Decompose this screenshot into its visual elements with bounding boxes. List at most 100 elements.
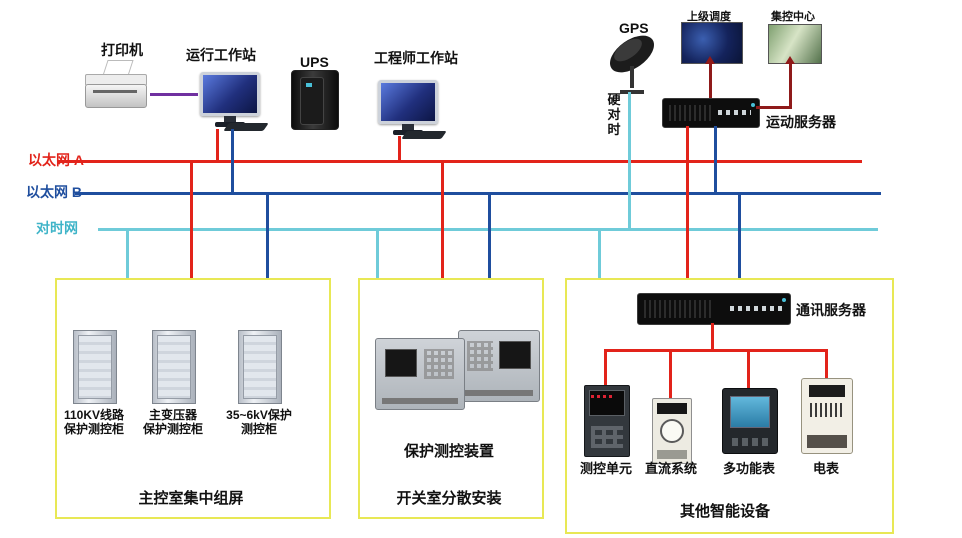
device-keys [467,341,493,371]
protection-device-image-2 [458,330,540,402]
panel2-ethernet-a-drop [441,162,444,278]
measure-control-unit-image [584,385,630,457]
operator-ws-link-b [231,129,234,194]
cabinet-transformer-label: 主变压器 保护测控柜 [123,408,223,436]
ups-image [291,70,339,130]
server-link-a [686,126,689,278]
protection-device-image-1 [375,338,465,410]
panel1-caption: 主控室集中组屏 [138,490,244,507]
device-strip [382,398,458,404]
device-barcode [810,403,844,417]
hard-time-sync-label: 硬对时 [607,92,621,137]
panel1-time-sync-drop [126,230,129,278]
cabinet-door [78,335,112,399]
monitor-stand [224,116,236,122]
engineer-ws-link-a [398,136,401,162]
server-link-b [714,126,717,194]
uplink-dispatch [709,64,712,98]
device-keys [424,349,454,379]
uplink-center-h [756,106,792,109]
device-terminals [807,435,847,448]
keyboard [401,131,447,139]
comm-server-image [637,293,791,325]
cabinet-label-line1: 主变压器 [148,408,197,422]
monitor-screen [378,80,438,124]
measure-control-unit-label: 测控单元 [579,461,632,476]
cabinet-label-line2: 测控柜 [240,422,277,436]
cabinet-door [157,335,191,399]
operator-workstation-image [198,72,269,131]
ups-label: UPS [300,54,329,70]
server-ports [718,110,751,116]
ups-led [306,83,312,87]
gps-time-sync-link [628,92,631,230]
device-terminals [657,450,687,459]
superior-dispatch-image [681,22,743,64]
gps-label: GPS [619,20,649,36]
ethernet-b-label: 以太网 B [26,184,82,200]
ethernet-a-label: 以太网 A [28,152,84,168]
drop-emeter [825,349,828,378]
printer-slot [93,90,137,93]
protection-device-label: 保护测控装置 [403,443,494,460]
telecontrol-server-label: 运动服务器 [766,114,836,130]
electric-meter-label: 电表 [812,461,839,476]
monitor-screen [200,72,260,116]
printer-body [85,84,147,108]
monitor-stand [402,124,414,130]
cabinet-door [243,335,277,399]
control-center-image [768,24,822,64]
cabinet-transformer-image [152,330,196,404]
operator-ws-link-a [216,129,219,162]
telecontrol-server-image [662,98,760,128]
device-screen [809,385,845,397]
cabinet-label-line2: 保护测控柜 [142,422,203,436]
printer-workstation-link [150,93,198,96]
cabinet-label-line1: 35~6kV保护 [226,408,292,422]
cabinet-110kv-image [73,330,117,404]
device-dial [660,419,684,443]
printer-label: 打印机 [101,42,143,58]
uplink-dispatch-arrow [705,56,715,64]
device-readout [591,395,615,398]
gps-dish-icon [610,35,654,94]
cabinet-35kv-label: 35~6kV保护 测控柜 [209,408,309,436]
engineer-workstation-image [376,80,447,139]
superior-dispatch-label: 上级调度 [687,11,731,23]
comm-server-down-link [711,323,714,350]
ups-face [300,77,324,125]
cabinet-110kv-label: 110KV线路 保护测控柜 [44,408,144,436]
time-sync-label: 对时网 [36,220,78,236]
ethernet-a-bus [57,160,862,163]
drop-mf [747,349,750,388]
panel1-ethernet-b-drop [266,194,269,278]
panel2-time-sync-drop [376,230,379,278]
control-center-label: 集控中心 [771,11,815,23]
device-keys [732,438,768,446]
panel1-ethernet-a-drop [190,162,193,278]
device-keys [591,426,623,448]
operator-workstation-label: 运行工作站 [186,47,256,63]
device-strip [465,390,533,396]
device-screen [385,349,417,377]
cabinet-label-line2: 保护测控柜 [63,422,124,436]
device-bus-line [604,349,828,352]
panel2-caption: 开关室分散安装 [396,490,502,507]
drop-mctrl [604,349,607,385]
multifunction-meter-image [722,388,778,454]
multifunction-meter-label: 多功能表 [722,461,775,476]
device-screen [589,390,625,416]
comm-server-label: 通讯服务器 [796,302,866,318]
server-vents [644,300,713,318]
cabinet-label-line1: 110KV线路 [63,408,125,422]
drop-dc [669,349,672,398]
panel3-ethernet-b-drop [738,194,741,278]
cabinet-35kv-image [238,330,282,404]
engineer-workstation-label: 工程师工作站 [374,50,458,66]
panel3-caption: 其他智能设备 [679,503,770,520]
dc-system-image [652,398,692,464]
server-vents [669,105,713,121]
server-led [751,103,755,107]
panel3-time-sync-drop [598,230,601,278]
